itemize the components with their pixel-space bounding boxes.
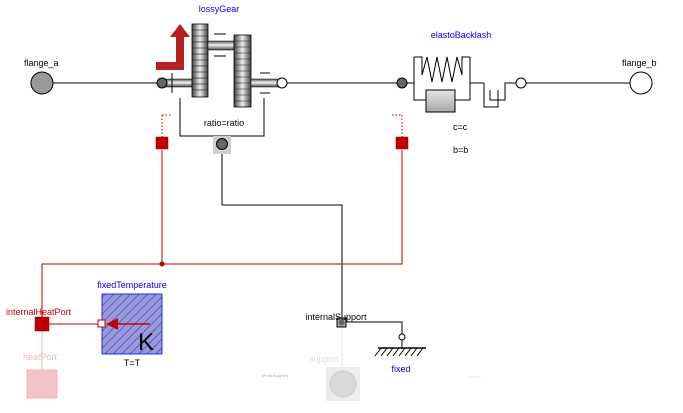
flange-a-label: flange_a <box>24 58 59 68</box>
fixed-port[interactable] <box>398 333 406 341</box>
elasto-backlash-b-label: b=b <box>453 145 468 155</box>
gear-support-port[interactable] <box>216 138 228 150</box>
fixed-temperature-component[interactable]: K fixedTemperature T=T <box>97 280 167 368</box>
flange-a-port[interactable]: flange_a <box>24 58 59 95</box>
support-conditional[interactable]: support (if useSupport) <box>262 354 360 401</box>
heat-port-conditional[interactable]: heatPort <box>23 352 58 399</box>
heat-junction-dot <box>159 261 165 267</box>
fixed-temperature-name: fixedTemperature <box>97 280 167 290</box>
gear-middle-shaft <box>207 40 235 51</box>
backlash-heat-port[interactable] <box>395 136 409 150</box>
internal-heat-port[interactable]: internalHeatPort <box>6 307 72 332</box>
internal-heat-port-label: internalHeatPort <box>6 307 72 317</box>
support-condition-label: (if useSupport) <box>262 373 289 378</box>
internal-support-dot <box>338 319 345 326</box>
flange-b-circle[interactable] <box>629 71 653 95</box>
backlash-flange-a-port[interactable] <box>396 77 408 89</box>
internal-support-label: internalSupport <box>305 312 367 322</box>
backlash-heat-line <box>162 150 403 265</box>
elasto-backlash-c-label: c=c <box>453 122 468 132</box>
flange-a-circle[interactable] <box>30 71 54 95</box>
backlash-spring-right <box>461 56 470 75</box>
loss-arrow-icon <box>156 24 190 70</box>
lossy-gear-name: lossyGear <box>199 4 240 14</box>
gear-flange-a-port[interactable] <box>156 77 168 89</box>
elasto-backlash-name: elastoBacklash <box>431 30 492 40</box>
flange-b-label: flange_b <box>622 58 657 68</box>
flange-b-port[interactable]: flange_b <box>622 58 657 95</box>
support-circle[interactable] <box>329 370 357 398</box>
temperature-arrow-icon <box>106 318 118 330</box>
backlash-gap-left <box>483 83 499 108</box>
damper-icon <box>425 89 456 113</box>
gear-heat-port[interactable] <box>155 136 169 150</box>
ground-hatch <box>374 347 424 357</box>
gear-left-wheel <box>191 23 209 98</box>
heat-port-square[interactable] <box>26 369 58 399</box>
fixed-temperature-port[interactable] <box>97 319 106 328</box>
fixed-component[interactable]: fixed <box>374 333 426 374</box>
heat-port-label: heatPort <box>23 352 58 362</box>
backlash-gap-right <box>489 82 516 101</box>
fixed-temperature-param: T=T <box>124 358 141 368</box>
gear-right-teeth <box>234 40 251 102</box>
elasto-backlash-component[interactable]: elastoBacklash c=c b=b <box>395 30 527 155</box>
spring-icon <box>421 56 463 83</box>
fixed-connection-line <box>342 321 403 338</box>
fixed-name: fixed <box>391 364 410 374</box>
internal-support-port[interactable]: internalSupport <box>305 312 367 328</box>
internal-heat-port-square[interactable] <box>34 316 50 332</box>
backlash-spring-left <box>414 56 423 75</box>
support-connection-line <box>221 150 343 322</box>
lossy-gear-component[interactable]: lossyGear ratio=ratio <box>155 4 288 154</box>
heat-connection-lines <box>41 114 403 380</box>
gear-flange-b-port[interactable] <box>276 77 288 89</box>
backlash-flange-b-port[interactable] <box>515 77 527 89</box>
lossy-gear-ratio-label: ratio=ratio <box>204 118 244 128</box>
support-label: support <box>309 354 340 364</box>
kelvin-symbol: K <box>138 329 154 356</box>
gear-heat-line <box>41 150 163 323</box>
gear-left-teeth <box>192 29 208 91</box>
